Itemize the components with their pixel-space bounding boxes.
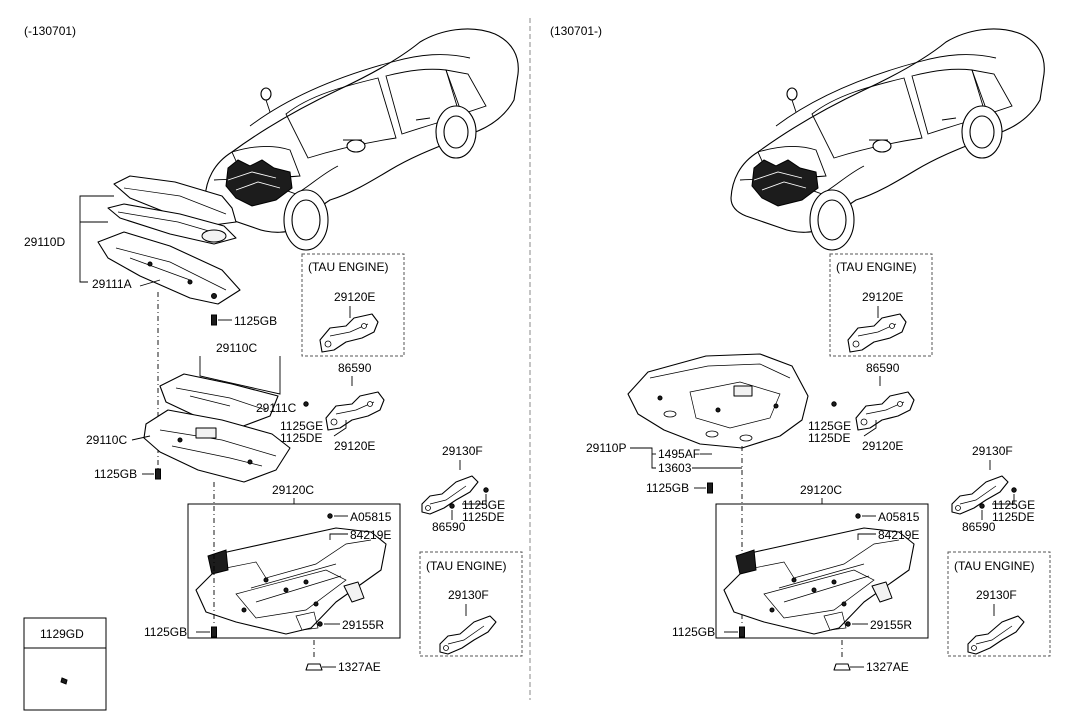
right-undercover-29110P [627,353,809,449]
left-label-1125DE: 1125DE [280,431,322,445]
right-bolt-1125GB-c [739,626,745,638]
right-label-1125GB-a: 1125GB [646,481,689,495]
right-label-1125GB-c: 1125GB [672,625,715,639]
left-label-1125GB-b: 1125GB [94,467,137,481]
right-label-84219E: 84219E [878,528,919,542]
right-cover-frame [715,503,929,639]
left-label-84219E: 84219E [350,528,391,542]
right-label-1125DE-b: 1125DE [992,510,1034,524]
right-tau-box-top-bracket [847,313,907,353]
right-label-1327AE: 1327AE [866,660,909,674]
right-label-29110P: 29110P [586,441,626,455]
right-nut-29155R [845,621,851,627]
right-label-1495AF: 1495AF [658,447,700,461]
right-nut-86590-b [979,503,985,509]
left-label-A05815: A05815 [350,510,392,524]
left-label-1125DE-b: 1125DE [462,510,504,524]
right-label-86590: 86590 [866,361,900,375]
right-clip-1327AE [833,663,851,671]
left-label-29155R: 29155R [342,618,384,632]
left-label-1125GB-a: 1125GB [234,314,277,328]
right-label-A05815: A05815 [878,510,920,524]
left-tau-box-top [301,253,405,357]
left-label-29110D: 29110D [24,235,65,249]
right-label-29155R: 29155R [870,618,912,632]
left-label-1125GE-b: 1125GE [462,498,505,512]
left-label-29120E-b: 29120E [334,439,375,453]
left-label-1125GE: 1125GE [280,419,323,433]
left-upper-shield [97,175,241,305]
right-label-13603: 13603 [658,461,692,475]
right-nut-A05815 [855,513,861,519]
left-bracket-29120E [325,391,385,431]
right-label-29130F: 29130F [972,444,1013,458]
left-panel: (-130701) 29110D 29111A 1125GB [23,24,523,711]
right-label-1125GE: 1125GE [808,419,851,433]
right-panel: (130701-) 29110P 1495AF 13603 1125GB 865… [550,24,1051,674]
left-label-29120C: 29120C [272,483,314,497]
right-tau-box-top-part: 29120E [862,290,903,304]
left-tau-box-bottom-bracket [439,615,497,655]
left-tau-box-bottom [419,551,523,657]
left-label-1327AE: 1327AE [338,660,381,674]
right-label-1125GE-b: 1125GE [992,498,1035,512]
left-bolt-1125GB-b [155,468,161,480]
left-version-label: (-130701) [24,24,76,38]
right-label-29120E-b: 29120E [862,439,903,453]
left-car-illustration [204,28,519,251]
right-tau-box-top [829,253,933,357]
right-bolt-1125GB-a [707,482,713,494]
left-label-86590-b: 86590 [432,520,466,534]
legend-clip-icon [60,677,68,685]
right-label-86590-b: 86590 [962,520,996,534]
left-label-29110C-side: 29110C [86,433,127,447]
left-tau-box-bottom-part: 29130F [448,588,489,602]
right-nut-1125GE-b [1011,487,1017,493]
left-label-1125GB-c: 1125GB [144,625,187,639]
right-label-29120C: 29120C [800,483,842,497]
right-tau-box-bottom-bracket [967,615,1025,655]
left-nut-1125GE [303,401,309,407]
left-label-29110C-top: 29110C [216,341,257,355]
right-nut-1125GE [831,401,837,407]
right-label-1125DE: 1125DE [808,431,850,445]
right-bracket-29120E [855,391,915,431]
left-nut-1125GE-b [483,487,489,493]
left-cover-frame [187,503,401,639]
right-tau-box-bottom [947,551,1051,657]
legend-box [23,617,107,711]
left-tau-box-bottom-title: (TAU ENGINE) [426,559,506,573]
left-bolt-1125GB-a [211,314,217,326]
left-bolt-1125GB-c [211,626,217,638]
left-label-29111A: 29111A [92,277,132,291]
left-clip-1327AE [305,663,323,671]
right-car-illustration [730,28,1045,251]
left-nut-29155R [317,621,323,627]
left-nut-A05815 [327,513,333,519]
legend-part-1129GD: 1129GD [40,627,84,641]
left-tau-box-top-title: (TAU ENGINE) [308,260,388,274]
left-tau-box-top-bracket [319,313,379,353]
right-version-label: (130701-) [550,24,602,38]
left-tau-box-top-part: 29120E [334,290,375,304]
right-tau-box-bottom-part: 29130F [976,588,1017,602]
left-label-86590: 86590 [338,361,372,375]
left-label-29130F: 29130F [442,444,483,458]
left-label-29111C: 29111C [256,401,297,415]
right-tau-box-bottom-title: (TAU ENGINE) [954,559,1034,573]
left-middle-shield [143,373,291,483]
left-nut-86590-b [449,503,455,509]
right-tau-box-top-title: (TAU ENGINE) [836,260,916,274]
